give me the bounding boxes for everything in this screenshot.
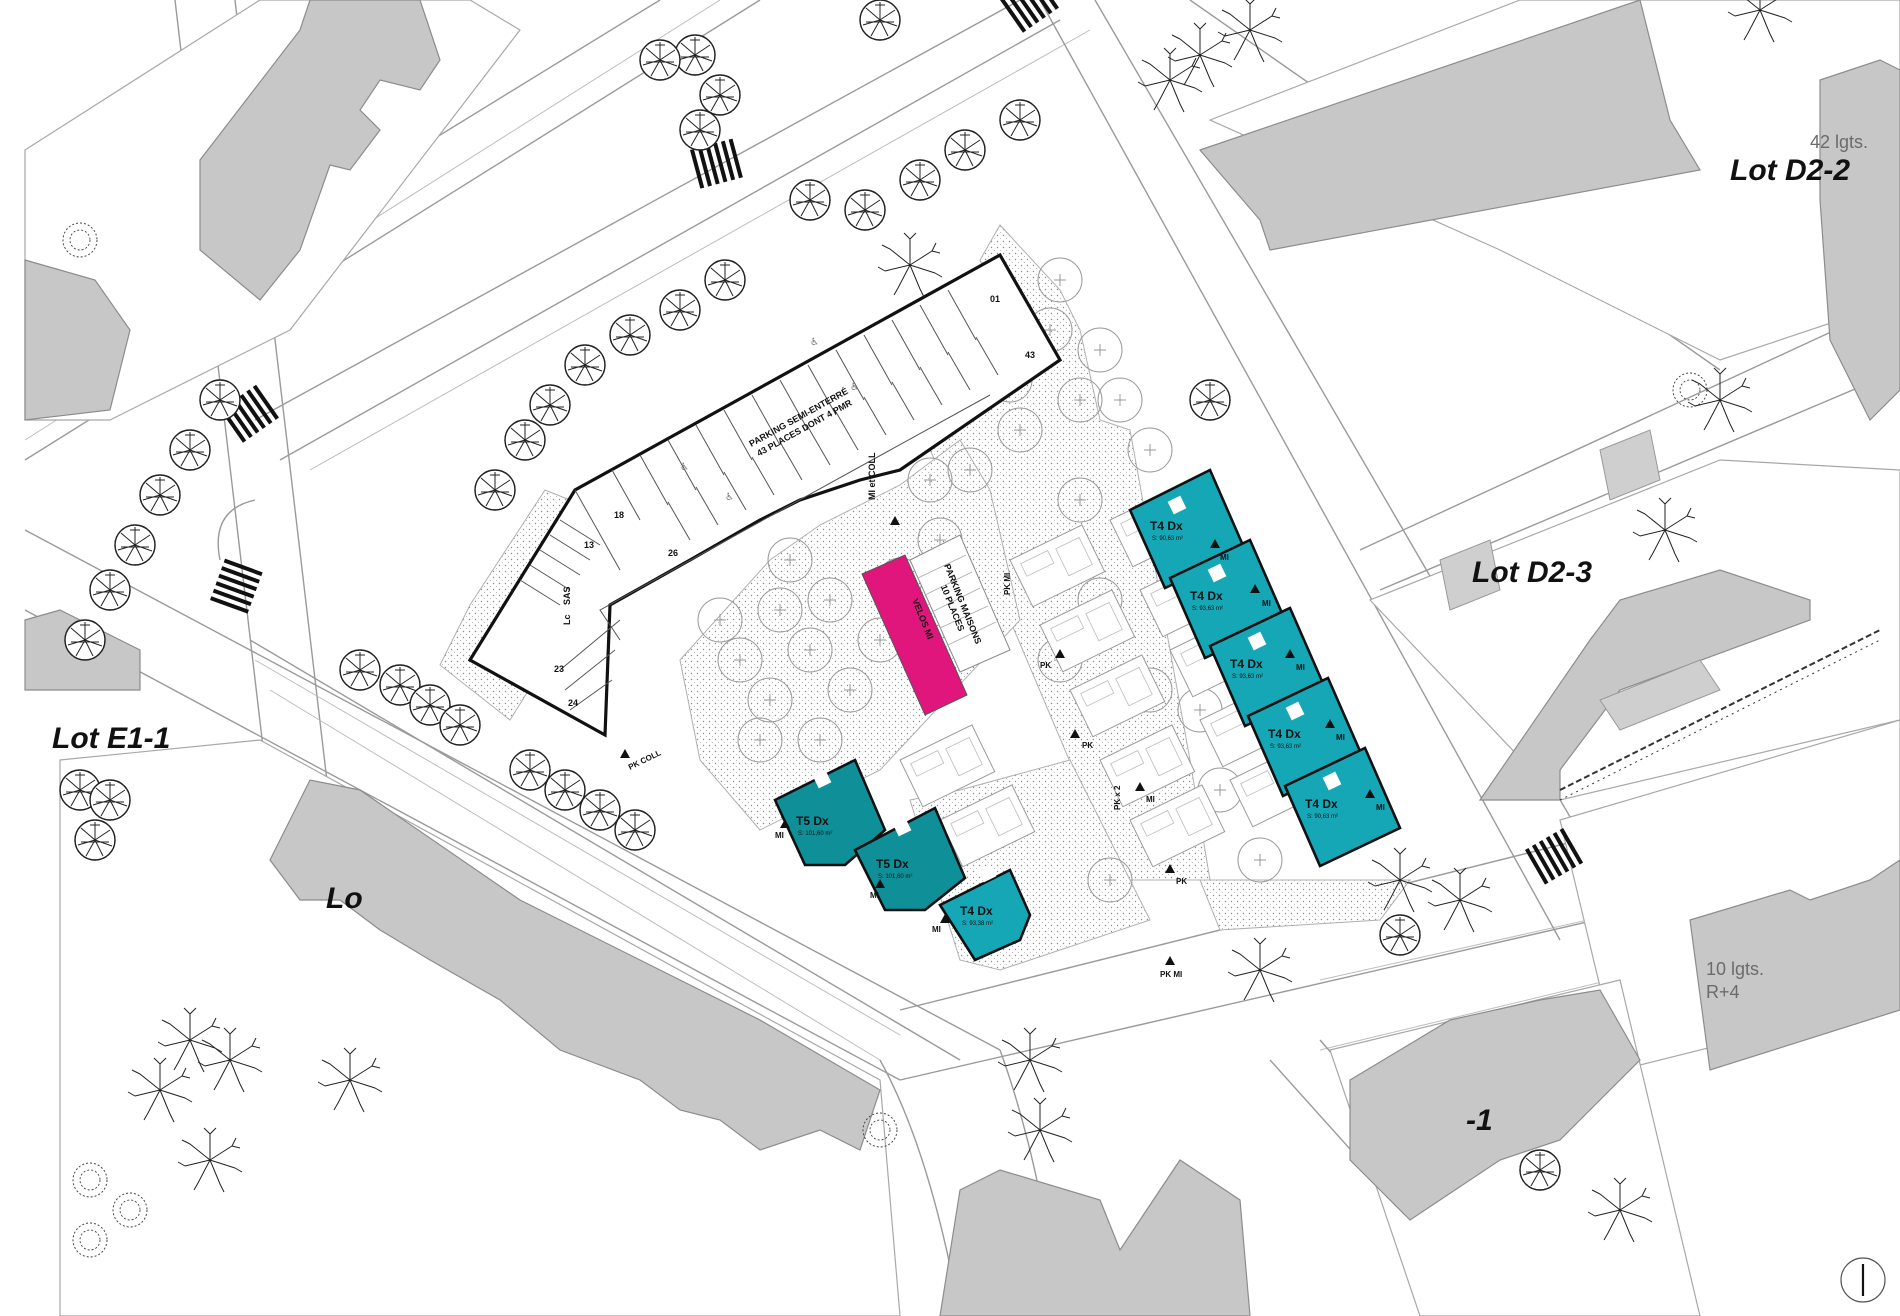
unit-4-area: S: 93,63 m²: [1270, 744, 1301, 750]
mi-marker-6: MI: [775, 831, 784, 840]
lot-right-units: 10 lgts.: [1706, 959, 1764, 979]
mi-marker-9: MI: [1146, 795, 1155, 804]
stall-number-43: 43: [1025, 350, 1035, 360]
unit-4-type: T4 Dx: [1268, 727, 1301, 741]
unit-5-type: T4 Dx: [1305, 797, 1338, 811]
housing-units-east: T4 Dx S: 90,63 m² T4 Dx S: 93,63 m² T4 D…: [1128, 468, 1402, 868]
lot-e1-1-label: Lot E1-1: [52, 722, 170, 755]
mi-coll-label: MI et COLL: [867, 452, 877, 500]
unit-3-type: T4 Dx: [1230, 657, 1263, 671]
accessible-parking-icon: ♿ ♿ ♿ ♿: [680, 337, 859, 503]
stall-number-23: 23: [554, 664, 564, 674]
unit-1-area: S: 90,63 m²: [1152, 536, 1183, 542]
semi-buried-parking: ♿ ♿ ♿ ♿ 01 43 18 13 26 23 24 PARKING SEM…: [467, 252, 1063, 738]
stall-number-18: 18: [614, 510, 624, 520]
house-parking: PARKING MAISONS 10 PLACES: [909, 534, 1011, 673]
pk-x2-label: PK x 2: [1113, 785, 1122, 810]
pk-coll-label: PK COLL: [627, 748, 663, 772]
unit-2-area: S: 93,63 m²: [1192, 606, 1223, 612]
unit-2-type: T4 Dx: [1190, 589, 1223, 603]
lot-d2-2-units: 42 lgts.: [1810, 132, 1868, 152]
stall-number-24: 24: [568, 698, 578, 708]
unit-7-type: T5 Dx: [876, 857, 909, 871]
hedge: [1559, 629, 1881, 791]
pk-marker-3: PK: [1176, 877, 1187, 886]
unit-6-type: T5 Dx: [796, 814, 829, 828]
mi-marker-3: MI: [1296, 663, 1305, 672]
unit-5-area: S: 90,63 m²: [1307, 814, 1338, 820]
unit-8: T4 Dx S: 93,38 m²: [938, 863, 1032, 962]
mi-marker-1: MI: [1220, 553, 1229, 562]
stall-number-26: 26: [668, 548, 678, 558]
unit-8-type: T4 Dx: [960, 904, 993, 918]
pk-marker-1: PK: [1040, 661, 1051, 670]
unit-1-type: T4 Dx: [1150, 519, 1183, 533]
unit-5: T4 Dx S: 90,63 m²: [1283, 746, 1402, 868]
pk-mi-label-north: PK MI: [1003, 573, 1012, 595]
lc-label: Lc: [562, 614, 572, 625]
mi-marker-4: MI: [1336, 733, 1345, 742]
parking-stalls-middle: [667, 336, 999, 541]
parking-stalls-left: [519, 519, 621, 711]
unit-6-area: S: 101,60 m²: [798, 831, 832, 837]
mi-marker-7: MI: [870, 891, 879, 900]
lot-d2-3-label: Lot D2-3: [1472, 556, 1592, 589]
unit-3-area: S: 93,63 m²: [1232, 674, 1263, 680]
lot-right-floors: R+4: [1706, 982, 1740, 1002]
mi-marker-2: MI: [1262, 599, 1271, 608]
svg-text:♿: ♿: [725, 492, 734, 503]
lot-d2-2-label: Lot D2-2: [1730, 154, 1850, 187]
pk-mi-label-south: PK MI: [1160, 970, 1182, 979]
mi-marker-8: MI: [932, 925, 941, 934]
lot-partial-left-label: Lo: [326, 882, 363, 915]
lot-partial-right-label: -1: [1466, 1104, 1493, 1137]
stall-number-01: 01: [990, 294, 1000, 304]
existing-buildings: [24, 0, 1900, 1316]
unit-8-area: S: 93,38 m²: [962, 921, 993, 927]
svg-text:♿: ♿: [850, 382, 859, 393]
north-arrow-icon: [1840, 1257, 1886, 1303]
mi-marker-5: MI: [1376, 803, 1385, 812]
svg-text:♿: ♿: [810, 337, 819, 348]
svg-text:♿: ♿: [680, 462, 689, 473]
stall-number-13: 13: [584, 540, 594, 550]
pk-marker-2: PK: [1082, 741, 1093, 750]
unit-7-area: S: 101,60 m²: [878, 874, 912, 880]
parking-stalls-top: [611, 289, 977, 521]
sas-label: SAS: [562, 586, 572, 605]
unit-6: T5 Dx S: 101,60 m²: [773, 758, 887, 867]
